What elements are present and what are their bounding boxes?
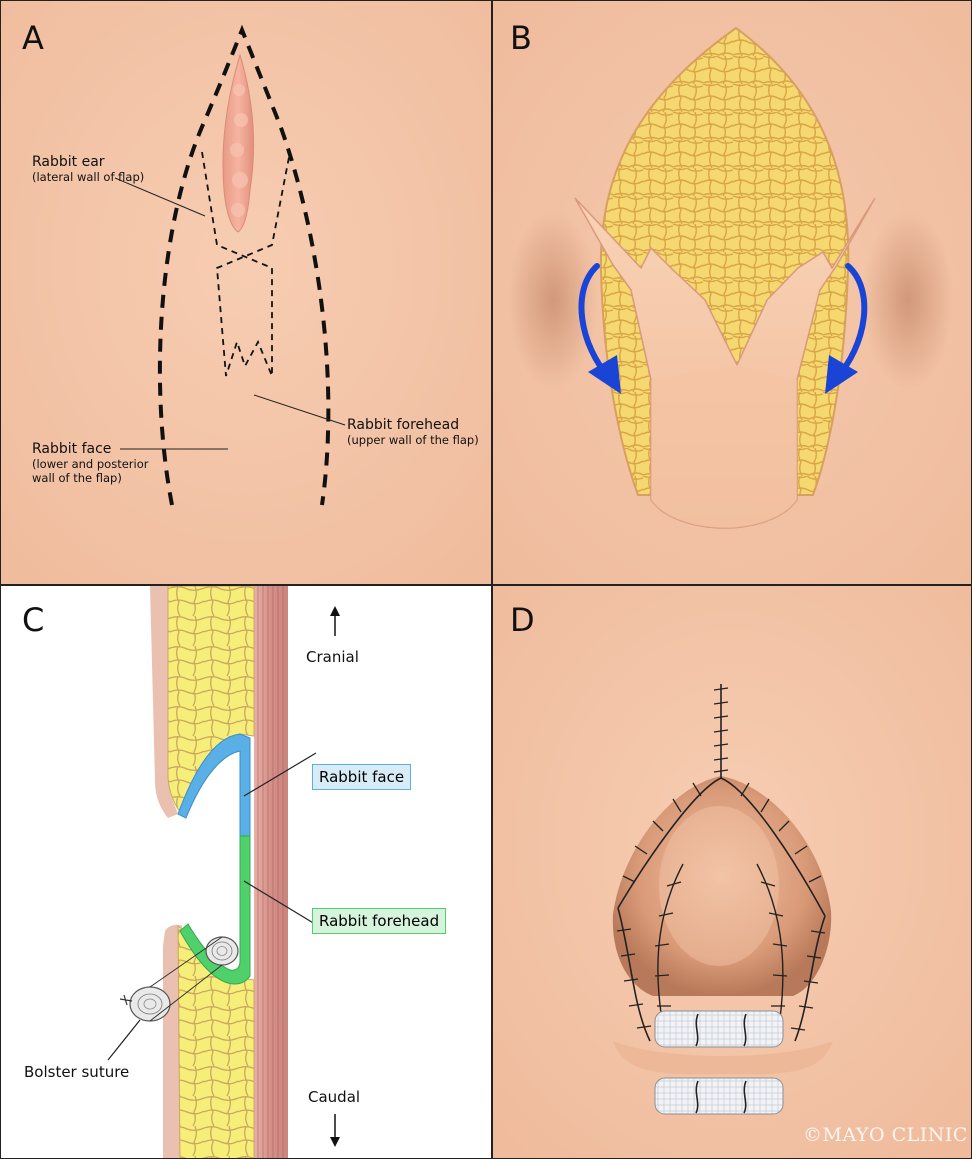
label-rabbit-forehead-sub: (upper wall of the flap) <box>347 434 479 448</box>
panel-b-illustration <box>493 0 972 584</box>
box-rabbit-forehead: Rabbit forehead <box>312 908 446 934</box>
panel-b: B <box>493 0 972 584</box>
panel-a-illustration <box>0 0 491 584</box>
bolster-roll-upper <box>206 937 238 965</box>
panel-a-label: A <box>22 22 44 54</box>
panel-b-label: B <box>510 22 532 54</box>
bolster-lower <box>655 1078 783 1114</box>
label-rabbit-ear-sub: (lateral wall of flap) <box>32 171 144 185</box>
panel-d-illustration <box>493 586 972 1159</box>
panel-d-label: D <box>510 604 535 636</box>
bolster-upper <box>655 1011 783 1047</box>
label-rabbit-forehead-a: Rabbit forehead (upper wall of the flap) <box>347 417 479 448</box>
panel-d: D ©MAYO CLINIC <box>493 586 972 1159</box>
panel-c: C Cranial Caudal Rabbit face Rabbit fore… <box>0 586 491 1159</box>
box-rabbit-face: Rabbit face <box>312 764 411 790</box>
label-cranial: Cranial <box>306 648 359 666</box>
horizontal-divider <box>0 584 972 586</box>
label-rabbit-face-sub2: wall of the flap) <box>32 472 148 486</box>
bolster-roll-lower <box>130 987 170 1021</box>
panel-c-label: C <box>22 604 44 636</box>
label-caudal: Caudal <box>308 1088 360 1106</box>
label-rabbit-ear-main: Rabbit ear <box>32 154 144 171</box>
vertical-divider <box>491 0 493 1159</box>
copyright-watermark: ©MAYO CLINIC <box>803 1124 968 1146</box>
label-rabbit-face-main: Rabbit face <box>32 441 148 458</box>
label-rabbit-ear: Rabbit ear (lateral wall of flap) <box>32 154 144 185</box>
label-rabbit-face-sub1: (lower and posterior <box>32 458 148 472</box>
panel-a: A Rabbit ear (lateral wall of flap) Rabb… <box>0 0 491 584</box>
label-bolster-suture: Bolster suture <box>24 1063 129 1081</box>
label-rabbit-face-a: Rabbit face (lower and posterior wall of… <box>32 441 148 485</box>
label-rabbit-forehead-main: Rabbit forehead <box>347 417 479 434</box>
